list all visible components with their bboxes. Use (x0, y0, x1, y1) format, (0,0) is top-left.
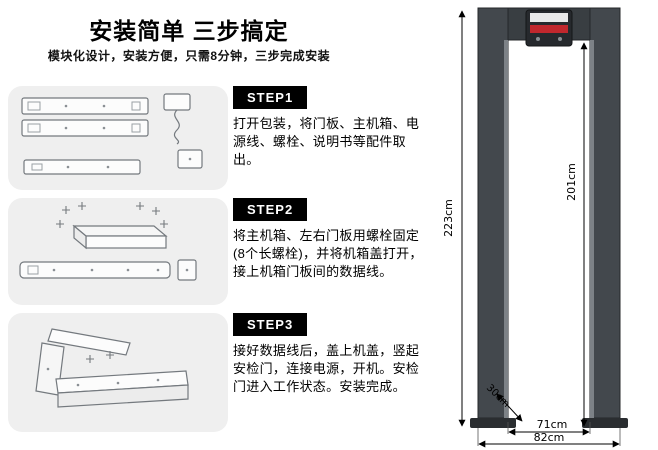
power-adapter-icon (163, 93, 191, 145)
control-panel (525, 9, 573, 47)
panel-button (536, 37, 540, 41)
step-3-text: 接好数据线后，盖上机盖，竖起安检门，连接电源，开机。安检门进入工作状态。安装完成… (233, 343, 420, 394)
screw-hole-dots (64, 104, 110, 169)
page-subtitle: 模块化设计，安装方便，只需8分钟，三步完成安装 (47, 49, 331, 63)
assembled-frame-icon (35, 328, 189, 408)
step-1-badge: STEP1 (233, 86, 308, 109)
metal-detector-drawing: 223cm 201cm 30cm 71cm (442, 7, 628, 448)
left-foot (470, 418, 516, 428)
outer-height-label: 223cm (442, 199, 455, 237)
left-pillar-inner-face (504, 40, 508, 418)
led-display (530, 25, 568, 33)
dimension-inner-width (507, 422, 591, 436)
inner-height-label: 201cm (565, 163, 578, 201)
base-panel (55, 370, 189, 408)
detector-dimension-figure: 223cm 201cm 30cm 71cm (440, 0, 658, 450)
right-pillar-inner-face (590, 40, 594, 418)
right-foot (582, 418, 628, 428)
page-title: 安装简单 三步搞定 (89, 18, 289, 44)
step-3-row: STEP3 接好数据线后，盖上机盖，竖起安检门，连接电源，开机。安检门进入工作状… (8, 313, 428, 432)
install-guide-section: 安装简单 三步搞定 模块化设计，安装方便，只需8分钟，三步完成安装 (8, 18, 428, 432)
step-1-illustration (8, 86, 228, 190)
accessory-box-icon (177, 149, 203, 169)
step-2-illustration (8, 198, 228, 305)
step-2-text: 将主机箱、左右门板用螺栓固定(8个长螺栓)，并将机箱盖打开，接上机箱门板间的数据… (233, 228, 423, 279)
dimension-outer-width (477, 428, 621, 448)
panel-button (558, 37, 562, 41)
door-panel (19, 259, 197, 281)
step-2-content: STEP2 将主机箱、左右门板用螺栓固定(8个长螺栓)，并将机箱盖打开，接上机箱… (233, 198, 429, 281)
inner-width-label: 71cm (537, 418, 568, 431)
panel-label (530, 13, 568, 22)
outer-width-label: 82cm (534, 431, 565, 444)
dimension-depth (496, 393, 523, 422)
step-3-badge: STEP3 (233, 313, 308, 336)
step-1-row: STEP1 打开包装，将门板、主机箱、电源线、螺栓、说明书等配件取出。 (8, 86, 428, 190)
step-2-row: STEP2 将主机箱、左右门板用螺栓固定(8个长螺栓)，并将机箱盖打开，接上机箱… (8, 198, 428, 305)
door-panels (21, 97, 149, 175)
metal-detector (470, 7, 628, 428)
screw-hole-dots (52, 268, 189, 272)
main-unit-box (72, 224, 168, 250)
assembly-icon (19, 202, 197, 281)
screw-icons (56, 202, 168, 228)
step-2-badge: STEP2 (233, 198, 308, 221)
step-3-illustration (8, 313, 228, 432)
step-1-content: STEP1 打开包装，将门板、主机箱、电源线、螺栓、说明书等配件取出。 (233, 86, 429, 169)
unpacking-parts-icon (21, 93, 203, 175)
step-3-content: STEP3 接好数据线后，盖上机盖，竖起安检门，连接电源，开机。安检门进入工作状… (233, 313, 429, 396)
screw-icons (86, 351, 114, 363)
screw-hole-dots (46, 367, 160, 387)
step-1-text: 打开包装，将门板、主机箱、电源线、螺栓、说明书等配件取出。 (233, 116, 420, 167)
